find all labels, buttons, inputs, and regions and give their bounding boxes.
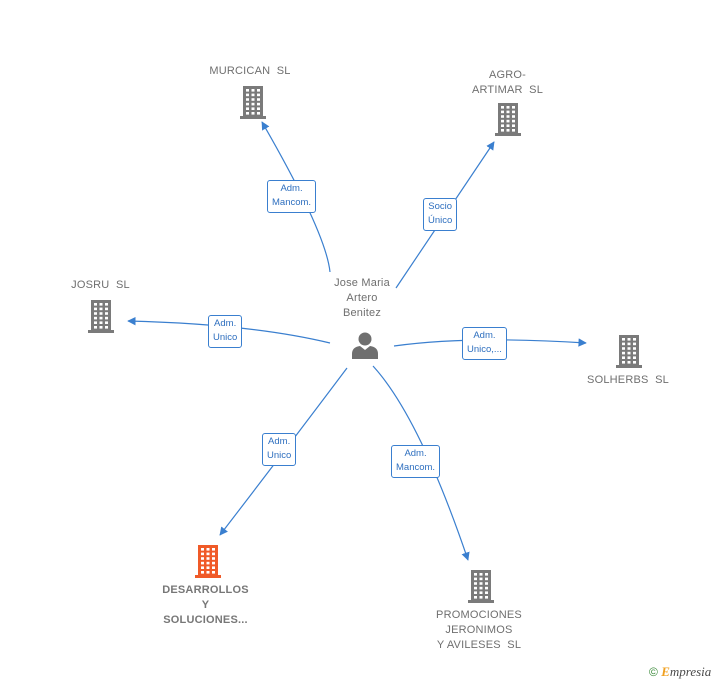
- company-name-desarrollos[interactable]: DESARROLLOS Y SOLUCIONES...: [162, 584, 249, 626]
- company-name-agro[interactable]: AGRO- ARTIMAR SL: [471, 69, 544, 96]
- brand-logo: Empresia: [661, 664, 712, 679]
- edge-murcican: [261, 121, 331, 273]
- company-name-solherbs[interactable]: SOLHERBS SL: [587, 374, 669, 386]
- building-icon[interactable]: [466, 568, 496, 604]
- copyright-icon: ©: [649, 665, 658, 679]
- company-name-murcican[interactable]: MURCICAN SL: [209, 65, 291, 77]
- relation-badge-promociones[interactable]: Adm. Mancom.: [391, 445, 441, 478]
- relation-badge-murcican[interactable]: Adm. Mancom.: [267, 180, 317, 213]
- person-name[interactable]: Jose Maria Artero Benitez: [334, 277, 390, 319]
- building-icon[interactable]: [614, 333, 644, 369]
- company-name-josru[interactable]: JOSRU SL: [71, 279, 130, 291]
- building-icon[interactable]: [193, 543, 223, 579]
- building-icon[interactable]: [493, 101, 523, 137]
- relation-badge-solherbs[interactable]: Adm. Unico,...: [462, 327, 507, 360]
- building-icon[interactable]: [86, 298, 116, 334]
- building-icon[interactable]: [238, 84, 268, 120]
- edge-promociones: [372, 365, 470, 561]
- relation-badge-agro[interactable]: Socio Único: [423, 198, 458, 231]
- relation-badge-josru[interactable]: Adm. Unico: [208, 315, 243, 348]
- company-name-promociones[interactable]: PROMOCIONES JERONIMOS Y AVILESES SL: [436, 609, 522, 651]
- person-icon[interactable]: [350, 330, 380, 360]
- relation-badge-desarrollos[interactable]: Adm. Unico: [262, 433, 297, 466]
- footer-brand: © Empresia: [649, 664, 711, 680]
